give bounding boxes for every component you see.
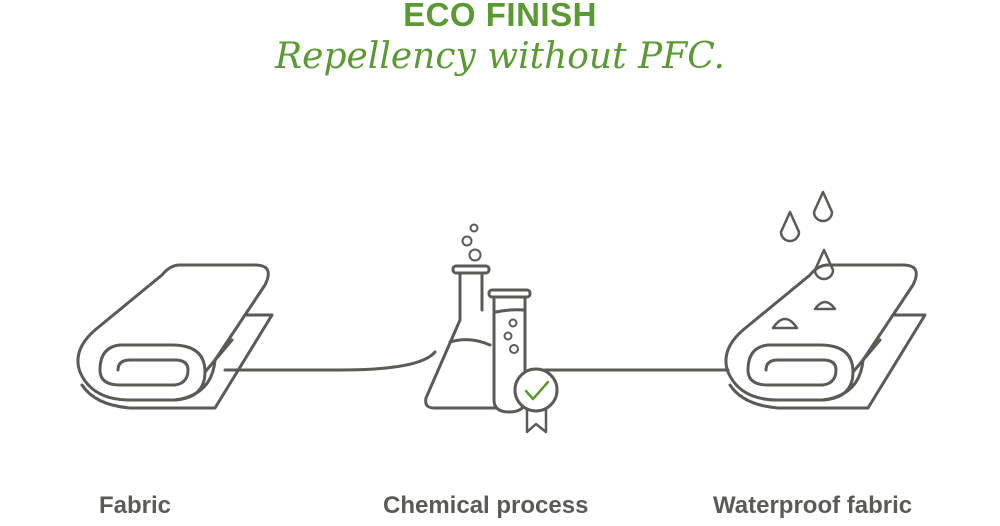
waterproof-fabric-roll-icon: [724, 263, 927, 410]
connector-line: [223, 350, 730, 372]
title: ECO FINISH: [403, 0, 597, 33]
subtitle: Repellency without PFC.: [275, 36, 725, 77]
fabric-roll-icon: [76, 263, 274, 410]
step-label-waterproof-fabric: Waterproof fabric: [713, 492, 913, 519]
certified-check-badge-icon: [513, 367, 559, 434]
step-label-chemical-process: Chemical process: [383, 492, 589, 519]
step-label-fabric: Fabric: [99, 492, 172, 519]
water-drops-icon: [771, 190, 837, 330]
